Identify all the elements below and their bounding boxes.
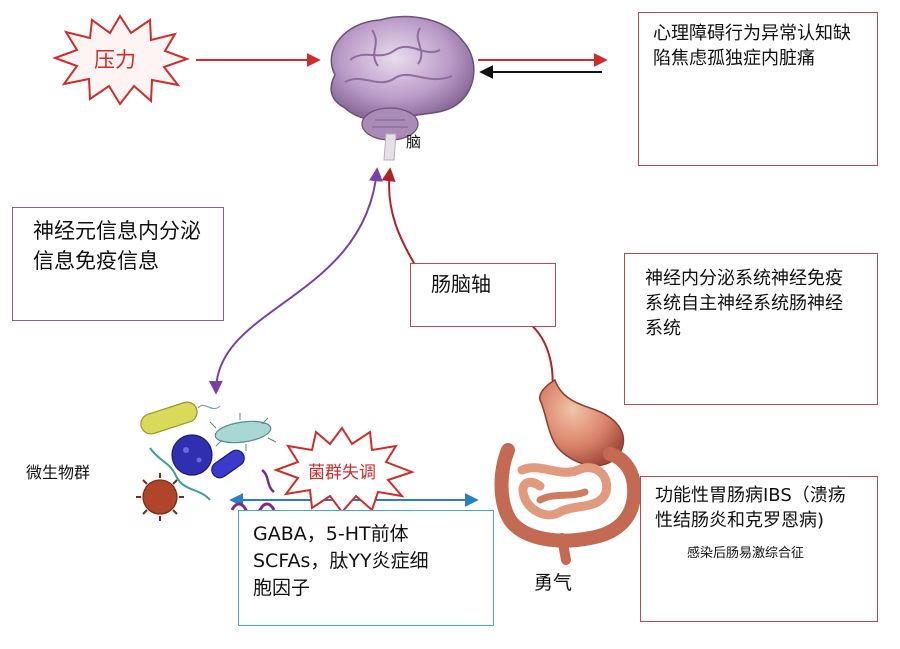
brain-microbiota-arrow (208, 167, 383, 395)
metabolites-box: GABA，5-HT前体 SCFAs，肽YY炎症细 胞因子 (238, 510, 494, 626)
metabolites-line-3: 胞因子 (253, 577, 311, 599)
gut-brain-axis-box: 肠脑轴 (410, 263, 556, 327)
brain-icon (330, 15, 475, 161)
brain-label: 脑 (406, 133, 422, 151)
microbiota-label: 微生物群 (26, 463, 91, 482)
axis-to-brain-arrow (381, 167, 419, 271)
stress-label: 压力 (94, 48, 136, 72)
disease-text: 功能性胃肠病IBS（溃疡性结肠炎和克罗恩病) (655, 485, 846, 531)
metabolites-line-2: SCFAs，肽YY炎症细 (253, 550, 429, 572)
disease-box: 功能性胃肠病IBS（溃疡性结肠炎和克罗恩病) 感染后肠易激综合征 (640, 476, 878, 622)
dysbiosis-label: 菌群失调 (308, 463, 376, 483)
stress-burst (52, 14, 190, 106)
gut-label: 勇气 (534, 572, 573, 594)
systems-box: 神经内分泌系统神经免疫系统自主神经系统肠神经系统 (624, 253, 878, 405)
disease-subtext: 感染后肠易激综合征 (687, 546, 805, 561)
metabolites-line-1: GABA，5-HT前体 (253, 523, 409, 545)
microbes-icon (136, 401, 277, 521)
neural-signals-box: 神经元信息内分泌信息免疫信息 (12, 207, 224, 321)
gut-icon (494, 378, 642, 565)
psych-box: 心理障碍行为异常认知缺陷焦虑孤独症内脏痛 (638, 12, 878, 166)
